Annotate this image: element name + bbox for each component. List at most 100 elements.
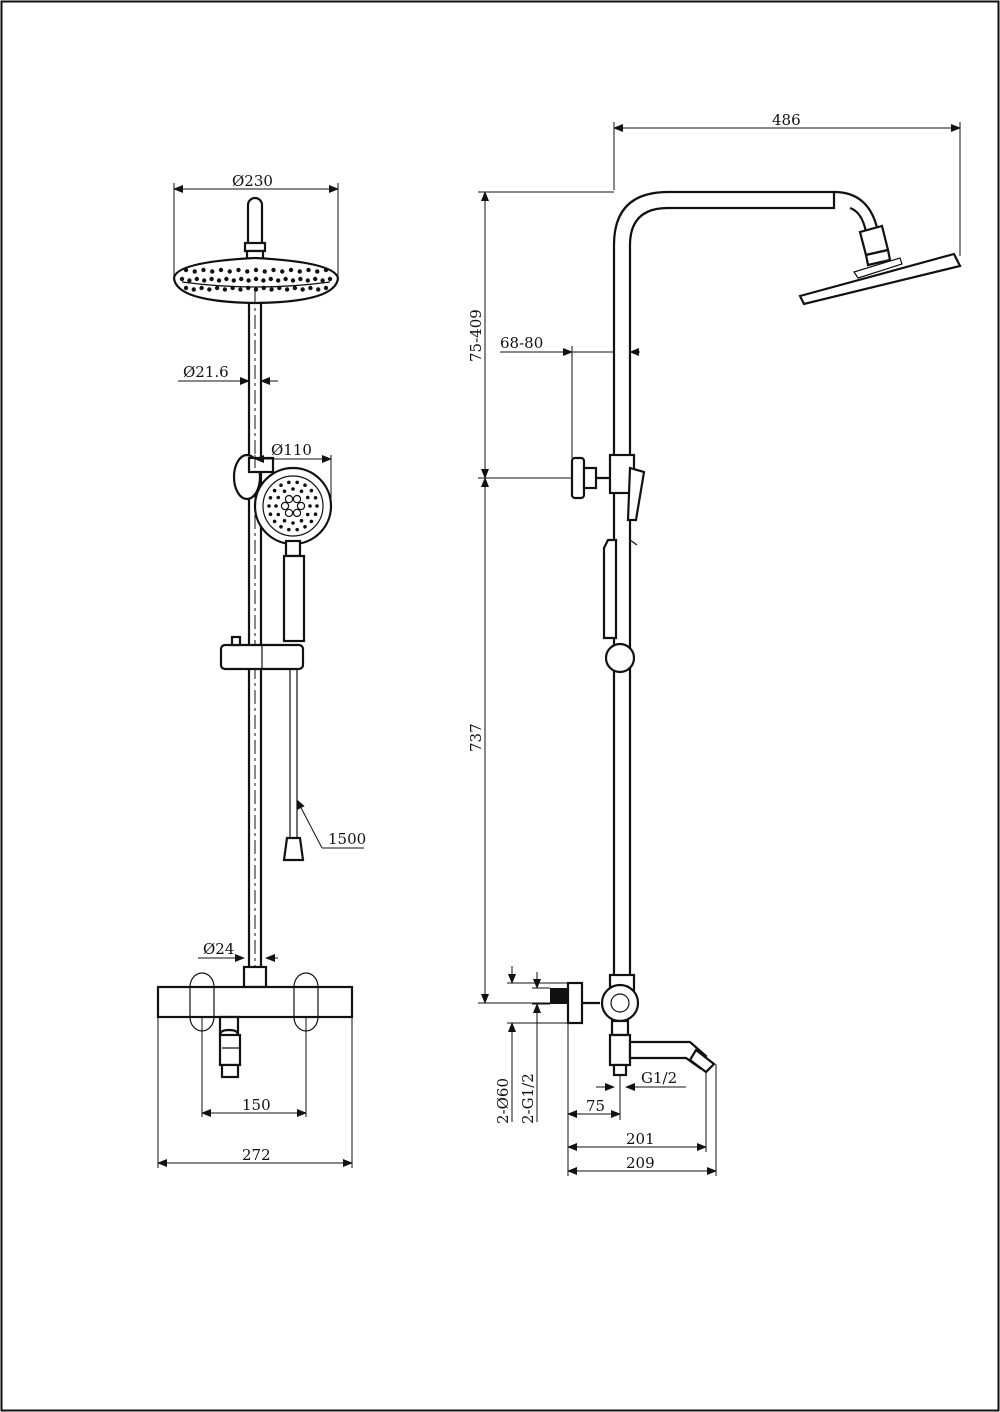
nozzle-dot xyxy=(210,269,215,274)
nozzle-dot xyxy=(283,276,288,282)
nozzle-dot xyxy=(279,483,283,488)
nozzle-dot xyxy=(320,278,325,283)
label-inlet-diameter: 2-Ø60 xyxy=(494,1078,512,1124)
nozzle-dot xyxy=(207,287,212,292)
nozzle-dot xyxy=(300,287,305,292)
overhead-shower-side xyxy=(798,252,962,306)
label-pipe-diameter: Ø24 xyxy=(203,940,234,958)
wall-flange xyxy=(566,981,584,1025)
shower-head-nozzles xyxy=(179,267,333,292)
nozzle-dot xyxy=(298,276,303,282)
center-nozzle xyxy=(296,501,306,511)
nozzle-dot xyxy=(288,267,294,273)
nozzle-dot xyxy=(261,278,266,283)
nozzle-dot xyxy=(222,287,228,292)
nozzle-dot xyxy=(315,269,320,274)
nozzle-dot xyxy=(199,285,204,291)
hand-shower-neck xyxy=(284,539,302,558)
label-hand-shower-diameter: Ø110 xyxy=(271,441,312,459)
pipe-connector xyxy=(242,965,268,989)
label-spout-reach-1: 201 xyxy=(626,1130,655,1148)
nozzle-dot xyxy=(295,480,299,485)
label-head-diameter: Ø230 xyxy=(232,172,273,190)
nozzle-dot xyxy=(280,269,285,274)
nozzle-dot xyxy=(284,287,290,292)
nozzle-dot xyxy=(323,285,329,291)
nozzle-dot xyxy=(246,278,251,283)
label-valve-width: 272 xyxy=(242,1146,271,1164)
hose-end xyxy=(282,836,305,862)
side-view: 486 75-409 737 68-80 2-Ø60 2-G1/2 G1/2 xyxy=(467,111,962,1176)
nozzle-dot xyxy=(313,512,318,517)
nozzle-dot xyxy=(290,278,296,283)
wall-bracket-plate xyxy=(570,456,586,500)
center-nozzle xyxy=(284,494,294,504)
nozzle-dot xyxy=(303,483,307,488)
label-rod-diameter: Ø21.6 xyxy=(183,363,229,381)
nozzle-dot xyxy=(305,495,310,500)
nozzle-dot xyxy=(291,487,295,491)
label-inlet-thread: 2-G1/2 xyxy=(519,1073,537,1124)
hand-holder xyxy=(626,466,646,522)
hand-shower-face xyxy=(253,466,333,546)
nozzle-dot xyxy=(292,285,298,291)
nozzle-dot xyxy=(308,285,313,291)
label-spout-reach-2: 209 xyxy=(626,1154,655,1172)
nozzle-dot xyxy=(194,276,199,282)
nozzle-dot xyxy=(230,285,235,291)
label-height-adjust: 75-409 xyxy=(467,309,485,362)
nozzle-dot xyxy=(246,285,251,291)
nozzle-dot xyxy=(313,495,318,500)
nozzle-dot xyxy=(224,276,229,282)
nozzle-dot xyxy=(309,488,314,493)
valve-body-side xyxy=(600,983,640,1023)
nozzle-dot xyxy=(274,504,278,508)
spout-front xyxy=(218,1015,240,1036)
nozzle-dot xyxy=(282,489,287,494)
nozzle-dot xyxy=(201,267,206,273)
nozzle-dot xyxy=(267,504,271,508)
label-wall-gap: 75 xyxy=(586,1097,605,1115)
slide-knob xyxy=(604,642,636,674)
nozzle-dot xyxy=(268,512,273,517)
nozzle-dot xyxy=(327,276,333,282)
thermostatic-valve-body xyxy=(156,985,354,1019)
hand-shower-handle xyxy=(282,554,306,643)
nozzle-dot xyxy=(299,518,304,523)
nozzle-dot xyxy=(323,267,329,273)
front-view: Ø230 Ø21.6 Ø110 1500 Ø24 150 272 xyxy=(156,172,366,1168)
nozzle-dot xyxy=(295,527,299,532)
nozzle-dot xyxy=(183,285,189,291)
nozzle-dot xyxy=(214,285,220,291)
nozzle-dot xyxy=(287,480,291,485)
nozzle-dot xyxy=(305,512,310,517)
nozzle-dot xyxy=(262,269,267,274)
eccentric-connector xyxy=(550,988,568,1004)
nozzle-dot xyxy=(253,267,259,273)
nozzle-dot xyxy=(227,269,232,274)
nozzle-dot xyxy=(308,504,312,508)
label-spout-thread: G1/2 xyxy=(641,1069,677,1087)
hand-shower-side xyxy=(602,538,618,640)
nozzle-dot xyxy=(282,518,287,523)
nozzle-dot xyxy=(183,267,189,273)
nozzle-dot xyxy=(287,527,291,532)
nozzle-dot xyxy=(315,504,319,508)
nozzle-dot xyxy=(268,276,273,282)
nozzle-dot xyxy=(218,267,224,273)
nozzle-dot xyxy=(238,287,243,292)
nozzle-dot xyxy=(179,276,185,282)
nozzle-dot xyxy=(316,287,321,292)
label-bracket-offset: 68-80 xyxy=(500,334,543,352)
nozzle-dot xyxy=(303,524,307,529)
nozzle-dot xyxy=(291,521,295,525)
arm-stub xyxy=(246,196,264,245)
spout-neck xyxy=(608,1033,632,1067)
nozzle-dot xyxy=(192,269,197,274)
nozzle-dot xyxy=(271,267,276,273)
nozzle-dot xyxy=(279,524,283,529)
label-arm-reach: 486 xyxy=(772,111,801,129)
label-inlet-spacing: 150 xyxy=(242,1096,271,1114)
nozzle-dot xyxy=(231,278,236,283)
nozzle-dot xyxy=(187,278,192,283)
